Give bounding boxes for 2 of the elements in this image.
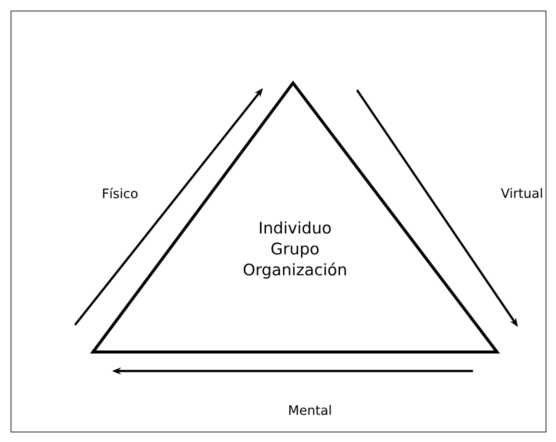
side-label: Mental <box>289 404 331 415</box>
side-label: Físico <box>103 188 138 198</box>
